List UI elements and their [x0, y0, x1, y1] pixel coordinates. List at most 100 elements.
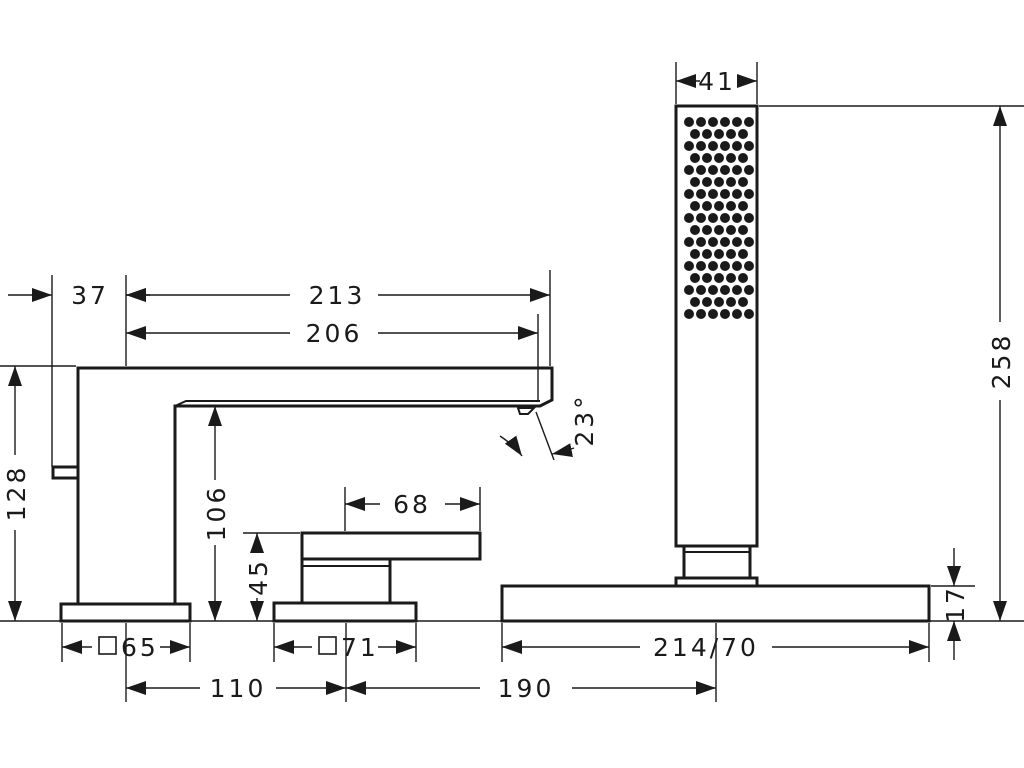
nozzle-dot [738, 297, 748, 307]
nozzle-dot [702, 249, 712, 259]
nozzle-dot [708, 117, 718, 127]
nozzle-dot [696, 117, 706, 127]
dimension-68: 68 [345, 490, 480, 519]
shower-nozzle-grid [684, 117, 754, 319]
nozzle-dot [714, 129, 724, 139]
nozzle-dot [726, 177, 736, 187]
nozzle-dot [696, 213, 706, 223]
dimension-23deg: 23° [499, 393, 599, 457]
nozzle-dot [744, 309, 754, 319]
nozzle-dot [684, 213, 694, 223]
nozzle-dot [726, 225, 736, 235]
nozzle-dot [714, 177, 724, 187]
dim-label-110: 110 [210, 674, 267, 703]
nozzle-dot [702, 153, 712, 163]
dimension-65: 65 [62, 633, 190, 662]
nozzle-dot [684, 261, 694, 271]
nozzle-dot [696, 237, 706, 247]
nozzle-dot [744, 261, 754, 271]
dimension-106: 106 [202, 406, 231, 621]
nozzle-dot [696, 189, 706, 199]
nozzle-dot [732, 261, 742, 271]
nozzle-dot [702, 297, 712, 307]
dimension-41: 41 [676, 67, 757, 96]
dim-label-37: 37 [71, 281, 109, 310]
dim-label-41: 41 [698, 67, 736, 96]
nozzle-dot [702, 129, 712, 139]
nozzle-dot [714, 273, 724, 283]
nozzle-dot [732, 285, 742, 295]
dimension-190: 190 [346, 674, 716, 703]
nozzle-dot [702, 225, 712, 235]
dimension-37: 37 [8, 281, 150, 310]
nozzle-dot [738, 273, 748, 283]
nozzle-dot [738, 177, 748, 187]
dim-label-214-70: 214/70 [653, 633, 759, 662]
nozzle-dot [690, 153, 700, 163]
nozzle-dot [708, 309, 718, 319]
nozzle-dot [690, 177, 700, 187]
nozzle-dot [738, 129, 748, 139]
nozzle-dot [714, 225, 724, 235]
nozzle-dot [732, 189, 742, 199]
nozzle-dot [744, 141, 754, 151]
nozzle-dot [732, 117, 742, 127]
nozzle-dot [702, 177, 712, 187]
nozzle-dot [684, 237, 694, 247]
bath-spout [51, 366, 554, 604]
nozzle-dot [726, 249, 736, 259]
dim-label-190: 190 [498, 674, 555, 703]
dimension-17: 17 [941, 548, 970, 660]
dim-label-23deg: 23° [570, 393, 599, 446]
nozzle-dot [732, 309, 742, 319]
nozzle-dot [732, 237, 742, 247]
dim-label-213: 213 [309, 281, 366, 310]
nozzle-dot [684, 285, 694, 295]
square-symbol-icon [318, 636, 337, 655]
dimension-45: 45 [244, 533, 273, 621]
nozzle-dot [684, 141, 694, 151]
nozzle-dot [738, 249, 748, 259]
dim-label-17: 17 [941, 585, 970, 623]
nozzle-dot [720, 237, 730, 247]
nozzle-dot [708, 285, 718, 295]
nozzle-dot [744, 213, 754, 223]
nozzle-dot [732, 213, 742, 223]
nozzle-dot [696, 309, 706, 319]
dim-label-106: 106 [202, 485, 231, 542]
nozzle-dot [726, 273, 736, 283]
dim-label-206: 206 [306, 319, 363, 348]
nozzle-dot [726, 129, 736, 139]
nozzle-dot [720, 285, 730, 295]
nozzle-dot [702, 273, 712, 283]
dimension-71: 71 [274, 633, 416, 662]
nozzle-dot [708, 237, 718, 247]
nozzle-dot [690, 225, 700, 235]
nozzle-dot [726, 297, 736, 307]
nozzle-dot [690, 297, 700, 307]
shower-holder [674, 544, 759, 588]
hand-shower [674, 104, 759, 548]
mixer-handle [300, 531, 482, 605]
nozzle-dot [732, 165, 742, 175]
nozzle-dot [690, 273, 700, 283]
nozzle-dot [696, 165, 706, 175]
dim-label-71: 71 [341, 633, 379, 662]
nozzle-dot [738, 201, 748, 211]
dimension-110: 110 [126, 674, 346, 703]
nozzle-dot [720, 141, 730, 151]
nozzle-dot [738, 225, 748, 235]
nozzle-dot [720, 117, 730, 127]
nozzle-dot [744, 285, 754, 295]
nozzle-dot [690, 249, 700, 259]
nozzle-dot [696, 141, 706, 151]
dim-label-128: 128 [2, 465, 31, 522]
dimension-213: 213 [126, 281, 550, 310]
spout-base [59, 602, 192, 623]
nozzle-dot [684, 117, 694, 127]
shower-base-plate [500, 584, 931, 623]
dim-label-258: 258 [987, 333, 1016, 390]
nozzle-dot [690, 201, 700, 211]
nozzle-dot [744, 165, 754, 175]
